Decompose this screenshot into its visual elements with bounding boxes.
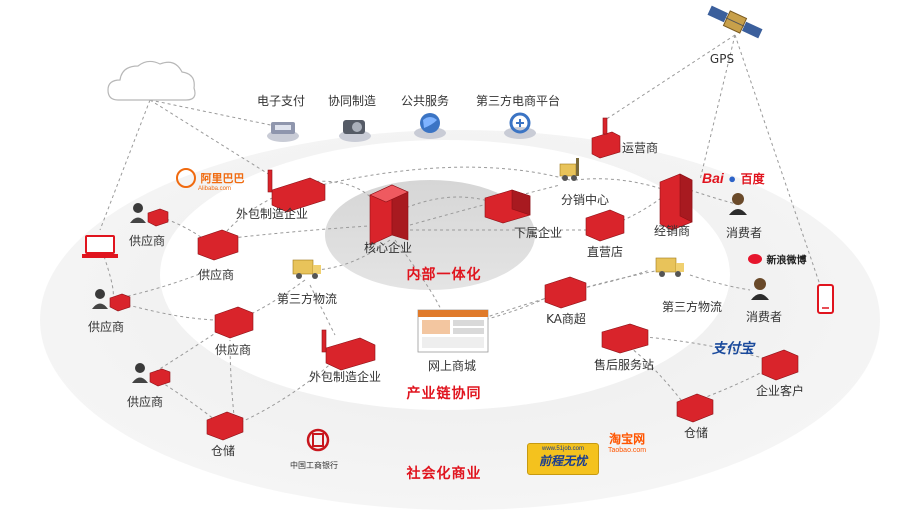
node-label-supplier-inner-bottom: 供应商	[214, 343, 252, 357]
warehouse-left-icon	[206, 411, 244, 441]
job51-logo-url: www.51job.com	[541, 446, 585, 452]
direct-store-building-icon	[585, 209, 625, 242]
operator-building-icon	[591, 117, 621, 159]
node-label-supplier-left-3: 供应商	[126, 395, 164, 409]
mobile-phone-icon	[817, 284, 834, 314]
online-mall-screen-icon	[417, 309, 489, 353]
node-label-supplier-inner-top: 供应商	[197, 268, 235, 282]
manufacturing-service-icon	[339, 120, 371, 142]
icbc-logo-icon	[306, 428, 330, 452]
consumer-1-person-icon	[729, 193, 747, 215]
supplier-left-1-building-icon	[147, 208, 169, 227]
dealer-building-icon	[659, 173, 693, 231]
supplier-left-3-building-icon	[149, 368, 171, 387]
job51-logo: www.51job.com 前程无忧	[527, 443, 599, 475]
node-label-consumer-2: 消费者	[745, 310, 783, 324]
distribution-center-forklift-icon	[559, 158, 579, 181]
supplier-left-2-person-icon	[92, 289, 108, 309]
node-label-online-mall: 网上商城	[427, 359, 477, 373]
node-label-outsource-top: 外包制造企业	[235, 207, 309, 221]
node-label-warehouse-right: 仓储	[683, 426, 709, 440]
ring-title-outer: 社会化商业	[406, 466, 482, 482]
baidu-paw-icon: ●	[728, 171, 737, 186]
node-label-supplier-left-1: 供应商	[128, 234, 166, 248]
supplier-left-1-person-icon	[130, 203, 146, 223]
supplier-inner-bottom-building-icon	[214, 306, 254, 339]
weibo-eye-icon	[748, 253, 762, 264]
node-label-outsource-bottom: 外包制造企业	[308, 370, 382, 384]
baidu-logo-cn: 百度	[740, 172, 765, 186]
baidu-logo: Bai ● 百度	[702, 170, 765, 188]
icbc-logo: 中国工商银行	[290, 455, 338, 473]
ring-title-middle: 产业链协同	[406, 386, 482, 402]
payment-service-icon	[267, 122, 299, 142]
alipay-logo-text: 支付宝	[712, 341, 754, 357]
service-label-payment: 电子支付	[256, 94, 306, 108]
ring-title-inner: 内部一体化	[406, 267, 482, 283]
public-service-icon	[414, 113, 446, 139]
job51-logo-slogan: 前程无忧	[538, 454, 587, 468]
node-label-after-sales: 售后服务站	[593, 358, 655, 372]
node-label-subsidiary: 下属企业	[513, 226, 563, 240]
node-label-logistics-left: 第三方物流	[276, 292, 338, 306]
supplier-inner-top-building-icon	[197, 229, 239, 261]
node-label-enterprise-customer: 企业客户	[755, 384, 805, 398]
ka-supermarket-building-icon	[544, 276, 587, 309]
enterprise-customer-building-icon	[761, 349, 799, 381]
node-label-warehouse-left: 仓储	[210, 444, 236, 458]
alipay-logo: 支付宝	[712, 338, 754, 358]
core-enterprise-building-icon	[369, 184, 409, 246]
consumer-2-person-icon	[751, 278, 769, 300]
node-label-core: 核心企业	[363, 241, 413, 255]
node-label-operator: 运营商	[621, 141, 659, 155]
service-label-ecommerce: 第三方电商平台	[475, 94, 561, 108]
taobao-logo-text: 淘宝网	[609, 432, 646, 446]
alibaba-logo-mark	[176, 168, 196, 188]
weibo-logo-text: 新浪微博	[766, 255, 807, 267]
supplier-left-3-person-icon	[132, 363, 148, 383]
logistics-left-truck-icon	[292, 259, 321, 279]
node-label-distribution-center: 分销中心	[560, 193, 610, 207]
node-label-gps: GPS	[709, 52, 735, 66]
weibo-logo: 新浪微博	[748, 250, 806, 268]
laptop-icon	[82, 235, 118, 258]
satellite-icon	[707, 5, 763, 39]
logistics-right-truck-icon	[655, 257, 684, 277]
warehouse-right-icon	[676, 393, 714, 423]
after-sales-building-icon	[601, 323, 649, 354]
baidu-logo-bai: Bai	[702, 170, 724, 186]
alibaba-logo: 阿里巴巴 Alibaba.com	[176, 168, 244, 192]
node-label-supplier-left-2: 供应商	[87, 320, 125, 334]
ecommerce-platform-icon	[504, 112, 536, 139]
node-label-consumer-1: 消费者	[725, 226, 763, 240]
subsidiary-building-icon	[484, 189, 531, 224]
node-label-dealer: 经销商	[653, 224, 691, 238]
service-label-public: 公共服务	[400, 94, 450, 108]
outsource-factory-top-icon	[267, 169, 326, 213]
node-label-logistics-right: 第三方物流	[661, 300, 723, 314]
cloud-icon	[107, 60, 196, 101]
outsource-factory-bottom-icon	[321, 329, 376, 371]
alibaba-logo-text: 阿里巴巴	[200, 172, 245, 185]
supplier-left-2-building-icon	[109, 293, 131, 312]
icbc-logo-text: 中国工商银行	[290, 461, 338, 470]
service-label-manufacturing: 协同制造	[327, 94, 377, 108]
node-label-direct-store: 直营店	[586, 245, 624, 259]
node-label-ka-supermarket: KA商超	[546, 312, 586, 326]
taobao-logo: 淘宝网 Taobao.com	[608, 430, 646, 454]
taobao-logo-subtext: Taobao.com	[608, 447, 647, 454]
alibaba-logo-subtext: Alibaba.com	[198, 186, 232, 192]
